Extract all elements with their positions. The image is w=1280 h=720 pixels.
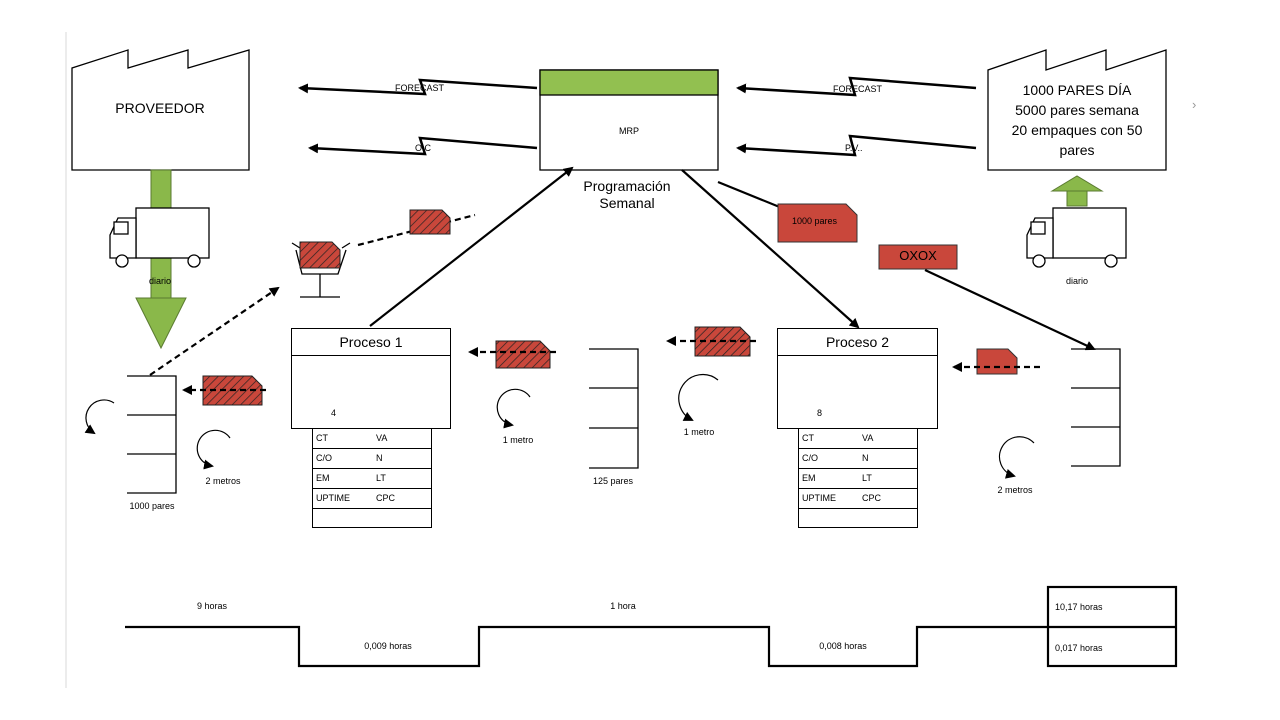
proceso-2-operators: 8 xyxy=(817,408,823,418)
oxox-label: OXOX xyxy=(899,248,937,263)
pv-arrow xyxy=(736,134,977,157)
withdrawal-circle-arrow-1 xyxy=(84,399,115,435)
timeline-lower-2: 0,008 horas xyxy=(819,641,867,651)
total-processing-time: 0,017 horas xyxy=(1055,643,1103,653)
oxox-to-inventory-arrow xyxy=(924,269,1096,351)
supermarket-shelf-left xyxy=(127,375,177,494)
withdrawal-kanban-3 xyxy=(666,326,756,357)
mrp-caption: Programación Semanal xyxy=(583,178,671,211)
withdrawal-kanban-1 xyxy=(182,375,266,406)
timeline-upper-1: 9 horas xyxy=(196,601,228,611)
inventory-middle-label: 125 pares xyxy=(592,476,634,486)
forecast-right-label: FORECAST xyxy=(833,84,883,94)
truck-left-label: diario xyxy=(148,276,172,286)
supermarket-shelf-middle xyxy=(589,348,639,469)
lead-time-ladder xyxy=(125,625,1176,668)
production-kanban-label: 1000 pares xyxy=(792,216,838,226)
timeline-upper-2: 1 hora xyxy=(610,601,636,611)
withdrawal-circle-arrow-4 xyxy=(678,373,719,421)
oxox-signal-card xyxy=(878,244,958,270)
oc-arrow xyxy=(308,136,538,156)
mrp-to-kanban-line xyxy=(717,180,783,210)
totals-box xyxy=(1046,585,1178,668)
inventory-left-label: 1000 pares xyxy=(129,501,175,511)
proceso-1-operators: 4 xyxy=(331,408,337,418)
proceso-2-title: Proceso 2 xyxy=(778,329,937,356)
withdrawal-circle-arrow-3 xyxy=(496,388,531,429)
data-row xyxy=(799,508,917,528)
forecast-right-arrow xyxy=(736,76,977,97)
supermarket-distance-1: 2 metros xyxy=(205,476,241,486)
timeline-lower-1: 0,009 horas xyxy=(364,641,412,651)
total-lead-time: 10,17 horas xyxy=(1055,602,1103,612)
mrp-label: MRP xyxy=(619,126,639,136)
proceso-1-title: Proceso 1 xyxy=(292,329,450,356)
supplier-label: PROVEEDOR xyxy=(115,100,205,116)
schedule-arrow-to-proceso-2 xyxy=(681,169,860,329)
withdrawal-circle-arrow-2 xyxy=(196,429,231,470)
kanban-card-top xyxy=(409,209,451,235)
chevron-right-icon[interactable]: › xyxy=(1192,97,1197,112)
supermarket-shelf-right xyxy=(1071,348,1121,467)
truck-right-label: diario xyxy=(1065,276,1089,286)
pv-label: P.V.. xyxy=(845,143,863,153)
kanban-post-card xyxy=(299,241,341,269)
mrp-header xyxy=(539,69,719,96)
withdrawal-kanban-2 xyxy=(468,340,556,369)
customer-factory-icon xyxy=(987,49,1167,171)
customer-shipment-arrow xyxy=(1050,175,1104,207)
proceso-2-box: Proceso 2 8 xyxy=(777,328,938,429)
supermarket-distance-2: 1 metro xyxy=(502,435,534,445)
supermarket-distance-4: 2 metros xyxy=(997,485,1033,495)
schedule-arrow-to-mrp xyxy=(369,166,574,327)
kanban-dashed-arrow-left xyxy=(149,286,280,376)
truck-right-icon xyxy=(1026,207,1127,268)
data-row xyxy=(313,508,431,528)
forecast-left-arrow xyxy=(298,78,538,96)
forecast-left-label: FORECAST xyxy=(395,83,445,93)
truck-left-icon xyxy=(109,207,210,268)
supplier-factory-icon xyxy=(71,49,250,171)
production-kanban-card xyxy=(777,203,858,243)
supplier-shipment-arrow xyxy=(135,169,187,350)
kanban-post-icon xyxy=(291,242,351,298)
supermarket-distance-3: 1 metro xyxy=(683,427,715,437)
withdrawal-kanban-4 xyxy=(952,348,1040,375)
oc-label: O.C xyxy=(415,143,432,153)
withdrawal-circle-arrow-5 xyxy=(998,436,1035,479)
proceso-1-box: Proceso 1 4 xyxy=(291,328,451,429)
customer-demand-text: 1000 PARES DÍA 5000 pares semana 20 empa… xyxy=(1011,82,1143,158)
